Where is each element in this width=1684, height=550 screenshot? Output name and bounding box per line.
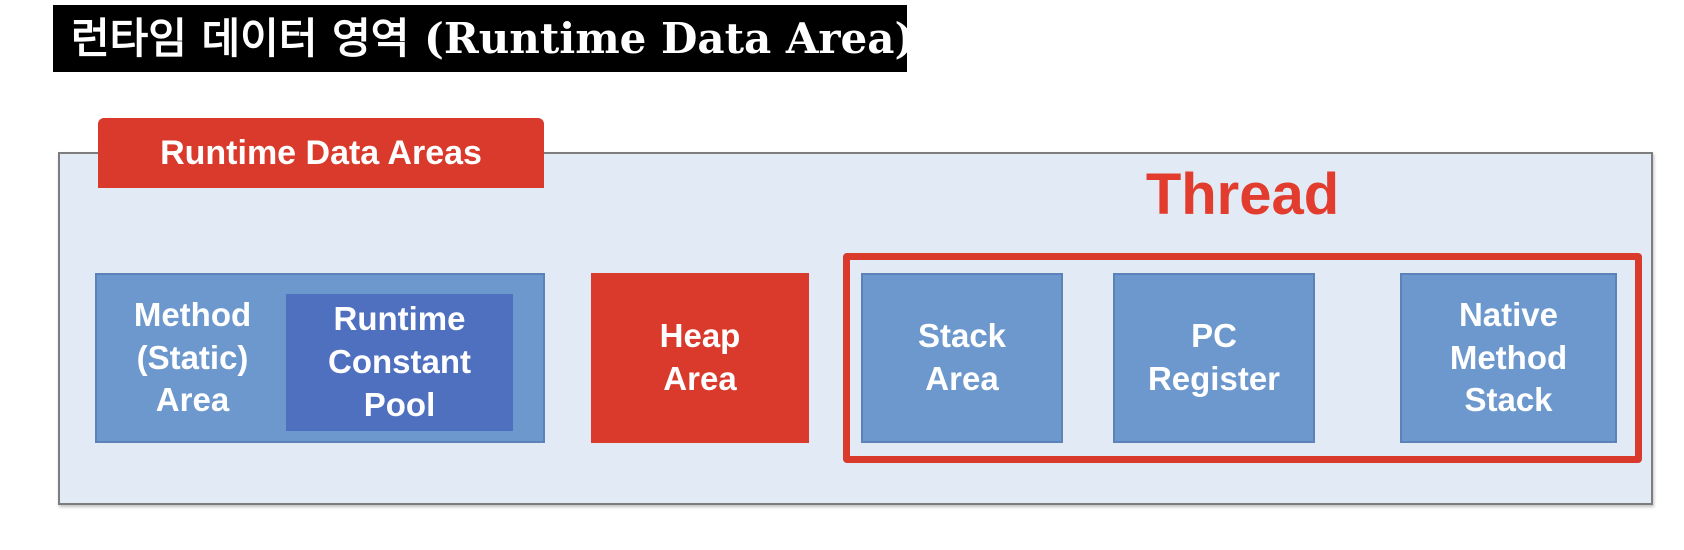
heap-area-box: Heap Area [591, 273, 809, 443]
page-title: 런타임 데이터 영역 (Runtime Data Area) [53, 5, 914, 72]
stack-area-box: Stack Area [861, 273, 1063, 443]
heap-area-label: Heap Area [659, 317, 741, 397]
method-static-area-label: Method (Static) Area [133, 295, 252, 419]
runtime-data-areas-tab: Runtime Data Areas [98, 118, 544, 188]
pc-register-label: PC Register [1147, 317, 1281, 397]
thread-group-outline [843, 253, 1642, 463]
pc-register-box: PC Register [1113, 273, 1315, 443]
method-static-area-box: Method (Static) Area Runtime Constant Po… [95, 273, 545, 443]
stack-area-label: Stack Area [917, 317, 1007, 397]
runtime-constant-pool-box: Runtime Constant Pool [286, 294, 513, 431]
native-method-stack-box: Native Method Stack [1400, 273, 1617, 443]
thread-heading: Thread [1145, 162, 1340, 227]
runtime-constant-pool-label: Runtime Constant Pool [328, 300, 471, 423]
native-method-stack-label: Native Method Stack [1449, 295, 1568, 419]
